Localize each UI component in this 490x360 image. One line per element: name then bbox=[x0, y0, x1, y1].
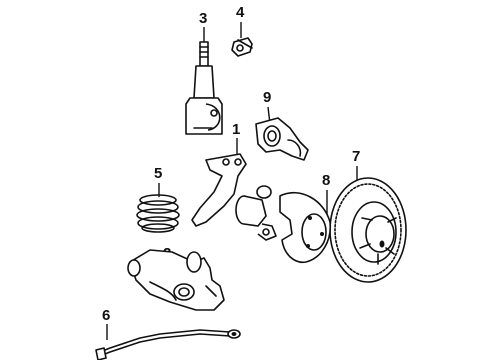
callout-brake-rotor: 7 bbox=[352, 148, 360, 182]
strut-assembly bbox=[185, 41, 223, 135]
steering-knuckle bbox=[191, 153, 277, 241]
splash-shield bbox=[279, 191, 331, 264]
callout-number-1: 1 bbox=[232, 121, 240, 138]
callout-caliper: 9 bbox=[263, 89, 271, 125]
callout-stabilizer-bar: 6 bbox=[102, 307, 110, 340]
callout-number-5: 5 bbox=[154, 165, 162, 182]
lower-control-arm bbox=[127, 249, 225, 311]
callout-number-4: 4 bbox=[236, 4, 245, 21]
brake-rotor bbox=[329, 177, 407, 283]
callout-strut-mount-bracket: 4 bbox=[236, 4, 245, 38]
callout-coil-spring: 5 bbox=[154, 165, 162, 197]
callout-number-7: 7 bbox=[352, 148, 360, 165]
callout-strut-assembly: 3 bbox=[199, 10, 207, 42]
coil-spring bbox=[136, 194, 180, 233]
callout-number-3: 3 bbox=[199, 10, 207, 27]
caliper bbox=[255, 117, 309, 161]
strut-mount-bracket bbox=[231, 37, 253, 57]
callout-number-6: 6 bbox=[102, 307, 110, 324]
stabilizer-bar bbox=[95, 329, 241, 360]
callout-number-8: 8 bbox=[322, 172, 330, 189]
callout-steering-knuckle: 1 bbox=[232, 121, 240, 158]
callout-number-9: 9 bbox=[263, 89, 271, 106]
